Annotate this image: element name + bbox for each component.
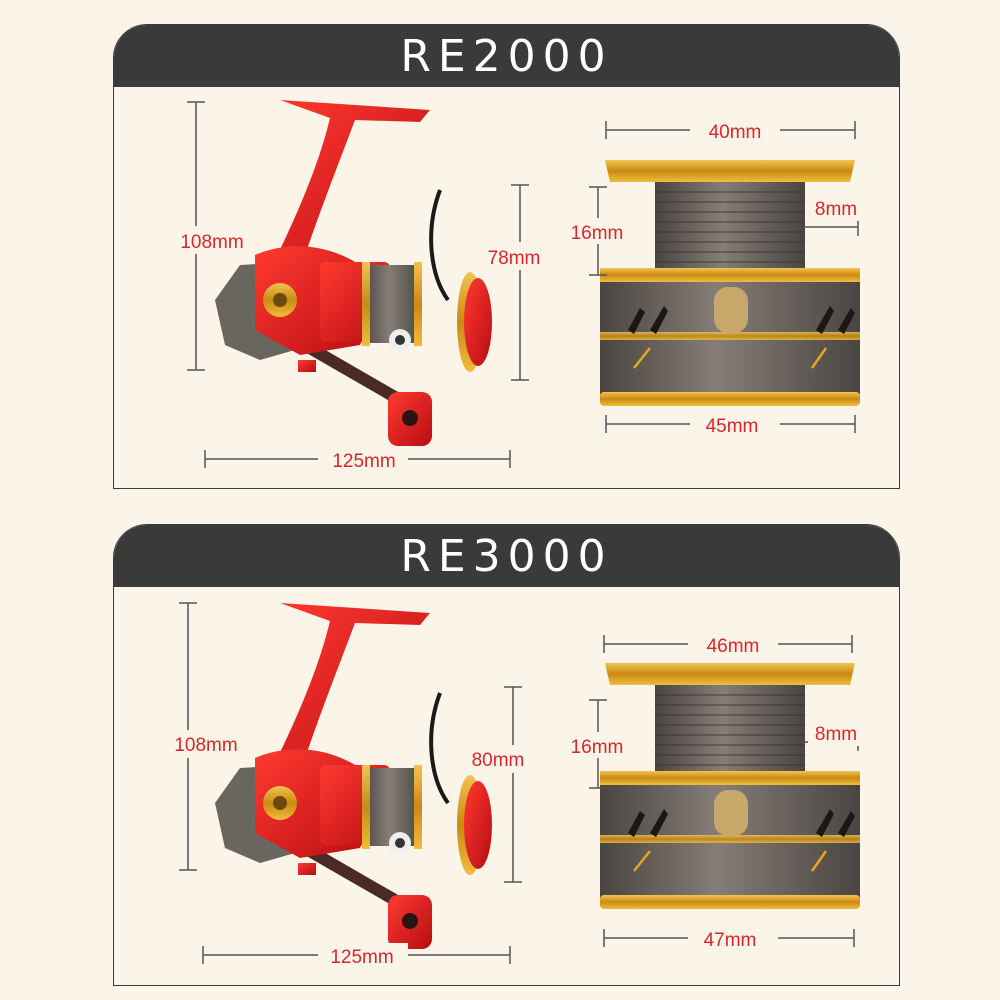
reel-length-dimension: 125mm bbox=[202, 943, 511, 969]
spool-top-dimension: 40mm bbox=[605, 117, 856, 143]
spool-groove-label: 8mm bbox=[815, 199, 857, 220]
panel-header: RE2000 bbox=[114, 25, 899, 87]
spool-depth-dimension: 16mm bbox=[560, 186, 634, 276]
spool-depth-dimension: 16mm bbox=[560, 699, 634, 789]
spool-bottom-label: 47mm bbox=[704, 930, 757, 951]
reel-body-height-dimension: 78mm bbox=[478, 184, 550, 381]
reel-height-dimension: 108mm bbox=[168, 101, 252, 371]
spool-top-label: 46mm bbox=[707, 636, 760, 657]
reel-length-label: 125mm bbox=[330, 947, 393, 968]
model-title: RE3000 bbox=[400, 530, 613, 582]
spool-icon bbox=[598, 661, 862, 911]
spinning-reel-icon bbox=[215, 603, 492, 949]
spool-top-dimension: 46mm bbox=[603, 631, 853, 657]
spinning-reel-icon bbox=[215, 100, 492, 446]
reel-body-height-dimension: 80mm bbox=[462, 686, 534, 883]
spool-groove-label: 8mm bbox=[815, 724, 857, 745]
spool-bottom-label: 45mm bbox=[706, 416, 759, 437]
reel-height-dimension: 108mm bbox=[164, 602, 248, 871]
reel-body-height-label: 78mm bbox=[488, 248, 541, 269]
reel-length-label: 125mm bbox=[332, 451, 395, 472]
reel-height-label: 108mm bbox=[180, 232, 243, 253]
reel-figure-re2000 bbox=[215, 100, 862, 446]
reel-height-label: 108mm bbox=[174, 735, 237, 756]
reel-length-dimension: 125mm bbox=[204, 446, 511, 472]
spool-bottom-dimension: 47mm bbox=[603, 925, 855, 951]
spool-groove-dimension: 8mm bbox=[803, 195, 864, 236]
model-title: RE2000 bbox=[400, 30, 613, 82]
spool-depth-label: 16mm bbox=[571, 223, 624, 244]
spool-bottom-dimension: 45mm bbox=[605, 411, 856, 437]
spool-top-label: 40mm bbox=[709, 122, 762, 143]
spool-groove-dimension: 8mm bbox=[803, 720, 864, 751]
spool-depth-label: 16mm bbox=[571, 737, 624, 758]
reel-body-height-label: 80mm bbox=[472, 750, 525, 771]
panel-header: RE3000 bbox=[114, 525, 899, 587]
